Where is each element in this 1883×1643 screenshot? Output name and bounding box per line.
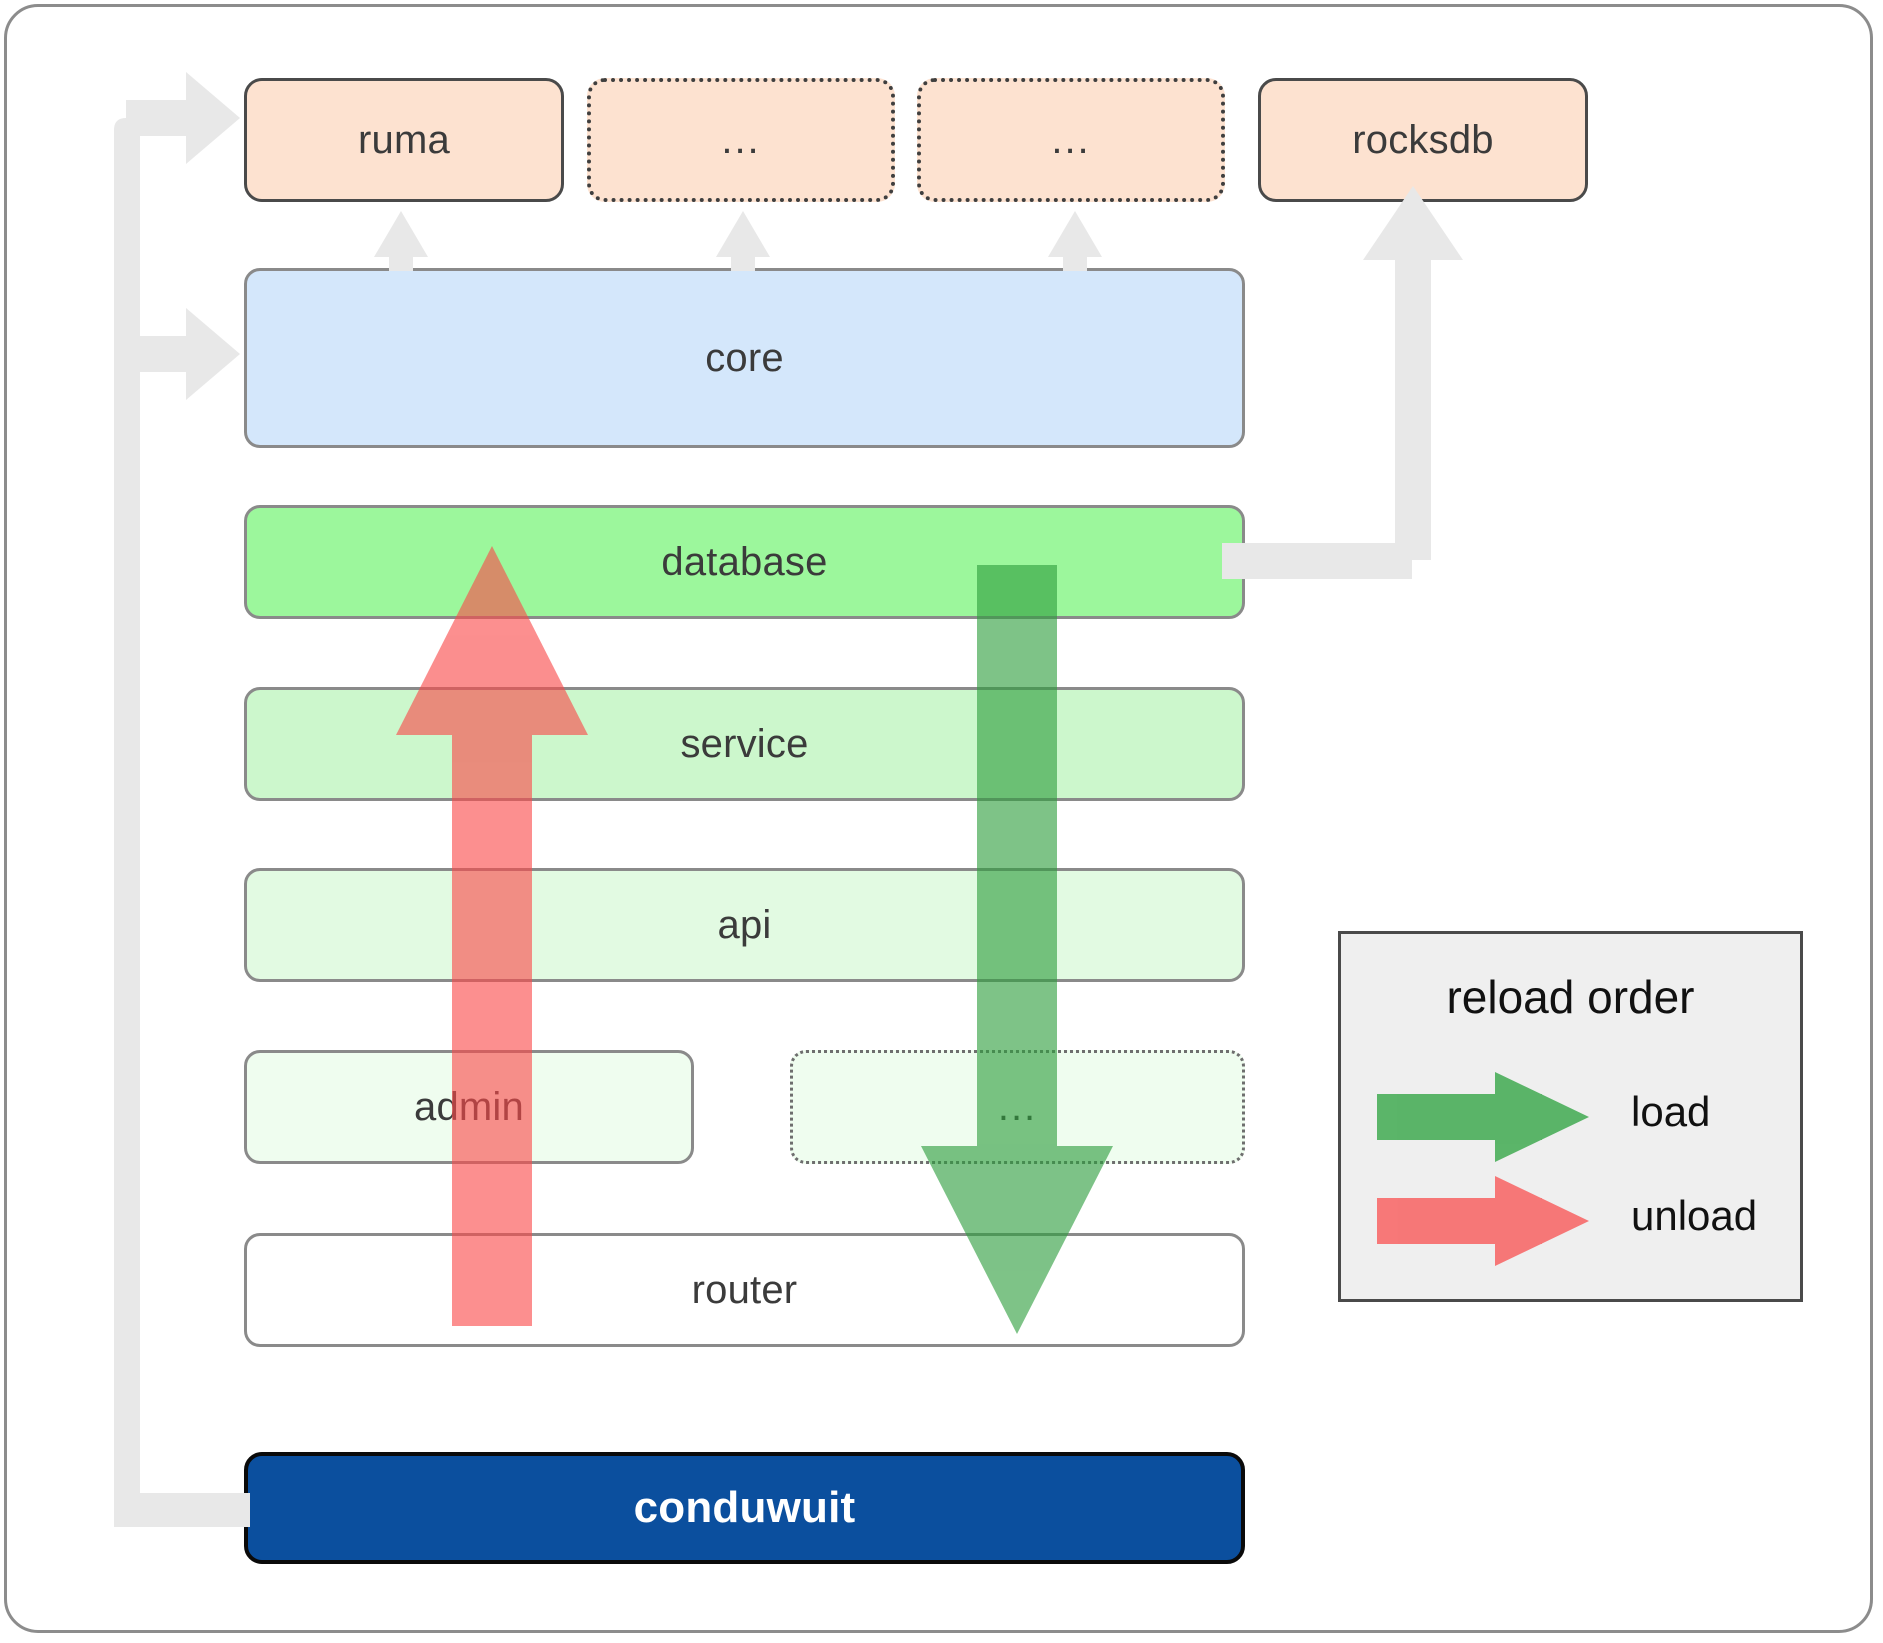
legend-label-unload: unload [1631,1192,1758,1239]
layer-placeholder-label: ... [997,1084,1038,1129]
diagram-frame [4,4,1873,1633]
crate-rocksdb-label: rocksdb [1352,117,1494,162]
crate-placeholder-1[interactable]: ... [587,78,895,202]
node-conduwuit-label: conduwuit [633,1483,856,1532]
legend-label-load: load [1631,1088,1711,1135]
legend-item-load: load [1341,1072,1800,1164]
crate-rocksdb[interactable]: rocksdb [1258,78,1588,202]
load-arrow-icon [1377,1072,1589,1162]
crate-ruma[interactable]: ruma [244,78,564,202]
layer-service[interactable]: service [244,687,1245,801]
legend-panel: reload order load unload [1338,931,1803,1302]
node-core-label: core [705,335,784,380]
crate-placeholder-1-label: ... [721,117,761,162]
layer-admin-label: admin [414,1084,524,1129]
unload-arrow-icon [1377,1176,1589,1266]
node-conduwuit[interactable]: conduwuit [244,1452,1245,1564]
legend-item-unload: unload [1341,1176,1800,1268]
crate-placeholder-2[interactable]: ... [917,78,1225,202]
legend-title: reload order [1446,971,1695,1023]
layer-api-label: api [717,902,772,947]
layer-api[interactable]: api [244,868,1245,982]
layer-placeholder[interactable]: ... [790,1050,1245,1164]
layer-router-label: router [691,1267,798,1312]
layer-service-label: service [680,721,809,766]
layer-database-label: database [661,539,828,584]
layer-router[interactable]: router [244,1233,1245,1347]
layer-admin[interactable]: admin [244,1050,694,1164]
crate-ruma-label: ruma [358,117,450,162]
crate-placeholder-2-label: ... [1051,117,1091,162]
layer-database[interactable]: database [244,505,1245,619]
node-core[interactable]: core [244,268,1245,448]
